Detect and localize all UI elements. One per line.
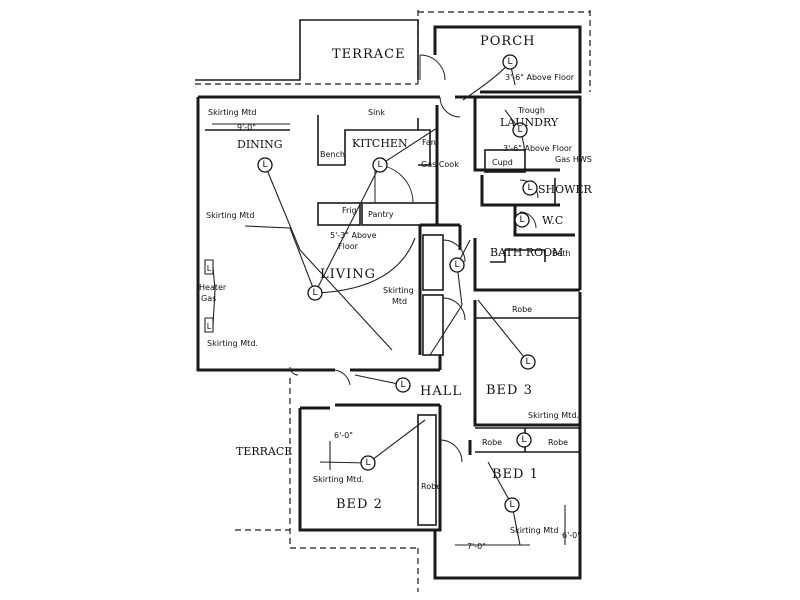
- note-floor: Floor: [338, 242, 359, 251]
- ceiling-light-wc: L: [514, 212, 530, 228]
- ceiling-light-shower: L: [522, 180, 538, 196]
- terrace-left-outline: [235, 378, 419, 592]
- svg-text:L: L: [454, 260, 459, 270]
- room-kitchen: KITCHEN: [352, 137, 408, 150]
- note-gas-cook: Gas Cook: [421, 160, 459, 169]
- wiring: [212, 61, 529, 546]
- note-skirting-mtd-dining: Skirting Mtd: [208, 108, 256, 117]
- ceiling-light-porch: L: [502, 54, 518, 70]
- note-dim-9-0: 9'-0": [237, 123, 256, 132]
- ceiling-light-bed2: L: [360, 455, 376, 471]
- porch-outline: [418, 10, 591, 94]
- note-skirting-mtd-living-left: Skirting Mtd: [206, 211, 254, 220]
- room-laundry: LAUNDRY: [500, 116, 559, 129]
- note-robe-bed2: Robe: [421, 482, 441, 491]
- room-bathroom: BATH ROOM: [490, 246, 563, 259]
- note-cupd: Cupd: [492, 158, 513, 167]
- note-fan: Fan: [422, 138, 436, 147]
- note-mtd-living-right: Mtd: [392, 297, 407, 306]
- note-skirting-mtd-bed1: Skirting Mtd: [510, 526, 558, 535]
- note-trough: Trough: [517, 106, 545, 115]
- room-shower: SHOWER: [538, 183, 592, 196]
- note-skirting-mtd-bed2: Skirting Mtd.: [313, 475, 364, 484]
- note-skirting-mtd-bed3: Skirting Mtd.: [528, 411, 579, 420]
- ceiling-light-bed3: L: [520, 354, 536, 370]
- ceiling-light-hall: L: [395, 377, 411, 393]
- note-above-floor-porch: 3'-6" Above Floor: [505, 73, 575, 82]
- note-above-floor-laundry: 3'-6" Above Floor: [503, 144, 573, 153]
- note-robe-left: Robe: [482, 438, 502, 447]
- note-sink: Sink: [368, 108, 385, 117]
- ceiling-light-kitchen: L: [372, 157, 388, 173]
- note-skirting-living-right: Skirting: [383, 286, 414, 295]
- ceiling-light-living: L: [307, 285, 323, 301]
- wall-light-brackets: L L: [204, 259, 214, 333]
- note-frig: Frig: [342, 206, 357, 215]
- note-dim-6-0-bed2: 6'-0": [334, 431, 353, 440]
- note-bath: Bath: [552, 249, 571, 258]
- svg-text:L: L: [509, 500, 514, 510]
- note-robe-bed3: Robe: [512, 305, 532, 314]
- svg-text:L: L: [400, 380, 405, 390]
- room-dining: DINING: [237, 138, 283, 151]
- svg-text:L: L: [312, 288, 317, 298]
- room-terrace-top: TERRACE: [332, 47, 406, 62]
- svg-text:L: L: [527, 183, 532, 193]
- ceiling-light-laundry: L: [512, 122, 528, 138]
- svg-text:L: L: [517, 125, 522, 135]
- note-gas: Gas: [201, 294, 216, 303]
- interior-walls: [205, 97, 580, 578]
- room-bed1: BED 1: [492, 467, 539, 482]
- ceiling-light-robe: L: [516, 432, 532, 448]
- wall-light-symbol: L: [207, 264, 212, 273]
- door-swings: [289, 54, 539, 463]
- terrace-top-outline: [195, 10, 419, 85]
- note-bench: Bench: [320, 150, 345, 159]
- dimension-arrows: [212, 123, 566, 546]
- room-hall: HALL: [420, 384, 462, 399]
- ceiling-light-bed1: L: [504, 497, 520, 513]
- note-pantry: Pantry: [368, 210, 394, 219]
- note-dim-6-0-bed1: 6'-0": [562, 531, 581, 540]
- svg-text:L: L: [377, 160, 382, 170]
- room-wc: W.C: [542, 214, 563, 227]
- ceiling-light-hall-upper: L: [449, 257, 465, 273]
- wall-light-symbol: L: [207, 322, 212, 331]
- room-bed3: BED 3: [486, 383, 533, 398]
- room-terrace-left: TERRACE: [236, 445, 292, 458]
- svg-text:L: L: [262, 160, 267, 170]
- note-above-floor-5-3: 5'-3" Above: [330, 231, 377, 240]
- svg-text:L: L: [507, 57, 512, 67]
- svg-text:L: L: [365, 458, 370, 468]
- note-dim-7-0: 7'-0": [467, 542, 486, 551]
- room-bed2: BED 2: [336, 497, 383, 512]
- note-robe-right: Robe: [548, 438, 568, 447]
- note-heater: Heater: [199, 283, 227, 292]
- room-porch: PORCH: [480, 34, 535, 49]
- svg-text:L: L: [521, 435, 526, 445]
- svg-text:L: L: [525, 357, 530, 367]
- room-living: LIVING: [320, 267, 376, 282]
- note-skirting-mtd-living-bottom: Skirting Mtd.: [207, 339, 258, 348]
- note-gas-hws: Gas HWS: [555, 155, 592, 164]
- svg-text:L: L: [519, 215, 524, 225]
- ceiling-light-dining: L: [257, 157, 273, 173]
